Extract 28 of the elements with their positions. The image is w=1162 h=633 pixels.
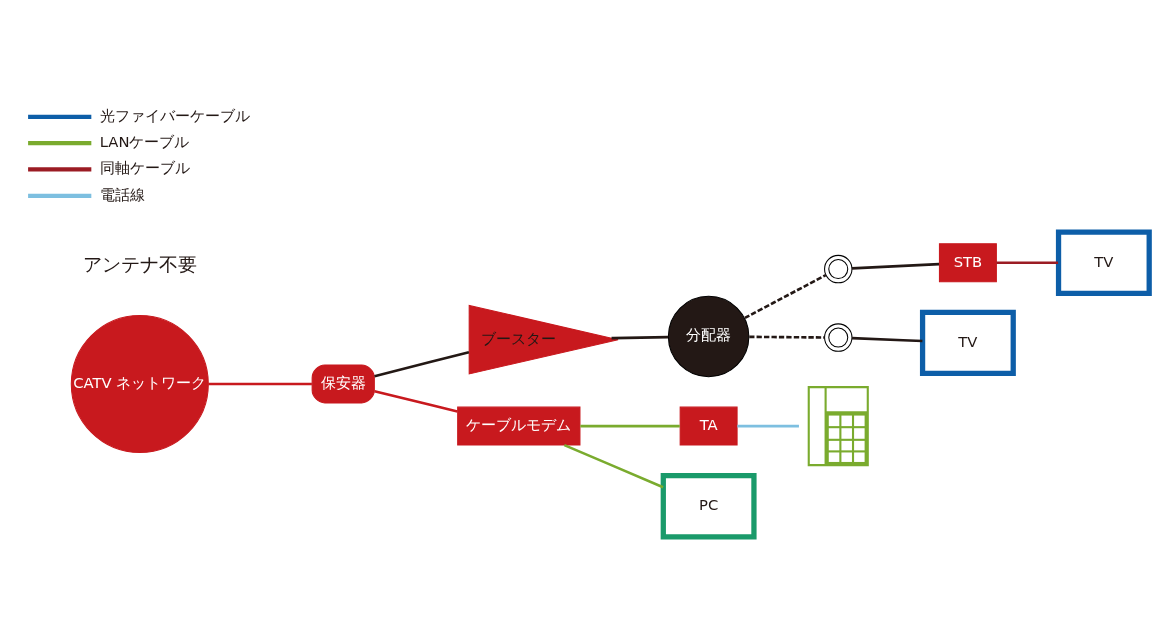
connector (996, 261, 1059, 265)
connector (374, 390, 458, 413)
connector (744, 273, 827, 320)
connector (580, 424, 680, 428)
connector (374, 350, 470, 378)
node-box: STB (938, 243, 997, 283)
node-circle (824, 254, 853, 284)
connector (611, 335, 669, 340)
node-circle (824, 323, 853, 352)
node-box: ケーブルモデム (457, 406, 581, 446)
legend-label: 電話線 (99, 185, 145, 203)
legend-label: 同軸ケーブル (99, 159, 190, 177)
node-box: TV (1055, 229, 1152, 296)
node-box: 保安器 (311, 364, 375, 404)
connector (851, 336, 923, 343)
node-box: TA (679, 406, 738, 446)
legend-label: LANケーブル (99, 133, 190, 151)
label: アンテナ不要 (82, 252, 197, 275)
legend-label: 光ファイバーケーブル (99, 106, 250, 124)
connector (737, 424, 799, 428)
connector (851, 262, 940, 270)
connector (208, 382, 312, 386)
node-circle: 分配器 (667, 295, 750, 378)
connector (563, 443, 664, 489)
connector (749, 335, 825, 339)
node-box: PC (660, 473, 757, 540)
node-circle: CATV ネットワーク (70, 314, 209, 453)
node-box: TV (919, 309, 1016, 377)
